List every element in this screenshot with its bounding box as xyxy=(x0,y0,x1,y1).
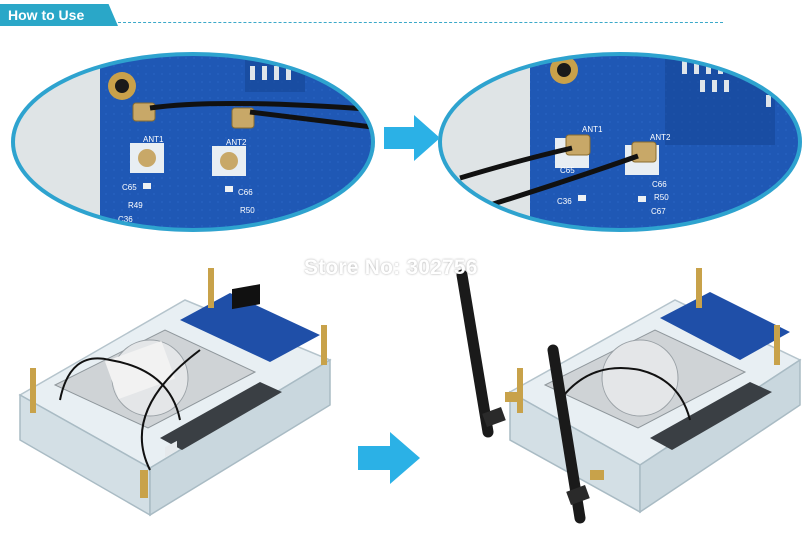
pcb-label-r49: R49 xyxy=(128,201,143,210)
section-title: How to Use xyxy=(8,7,85,23)
arrow-right-icon xyxy=(358,432,420,484)
pcb-label-ant2: ANT2 xyxy=(226,138,247,147)
pcb-label-r50: R50 xyxy=(240,206,255,215)
header-divider xyxy=(118,22,723,23)
antenna-connector-closeup-after: ANT1 ANT2 C65 C66 R50 C36 C67 xyxy=(438,52,802,232)
antenna-connector-closeup-before: ANT1 ANT2 C65 C66 R49 R50 C36 xyxy=(11,52,375,232)
pcb-label-c36: C36 xyxy=(118,215,133,224)
pcb-label-c66: C66 xyxy=(238,188,253,197)
pcb-label-ant1: ANT1 xyxy=(143,135,164,144)
board-in-case-with-antennas xyxy=(456,268,802,524)
pcb-label-c67: C67 xyxy=(651,207,666,216)
pcb-label-ant2: ANT2 xyxy=(650,133,671,142)
pcb-label-c65: C65 xyxy=(560,166,575,175)
pcb-label-r50: R50 xyxy=(654,193,669,202)
pcb-label-ant1: ANT1 xyxy=(582,125,603,134)
pcb-label-c36: C36 xyxy=(557,197,572,206)
arrow-right-icon xyxy=(384,115,440,161)
pcb-label-c66: C66 xyxy=(652,180,667,189)
board-in-case-without-antennas xyxy=(18,268,332,517)
store-watermark: Store No: 302756 xyxy=(304,256,478,279)
how-to-use-tab: How to Use xyxy=(0,4,118,26)
pcb-label-c65: C65 xyxy=(122,183,137,192)
